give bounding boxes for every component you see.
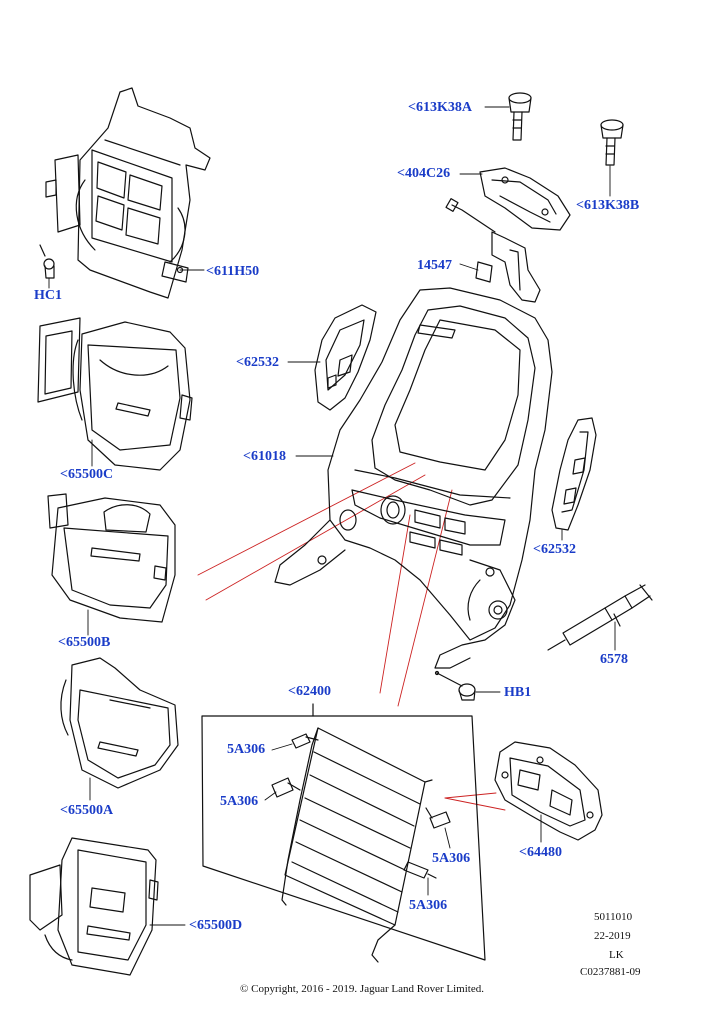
callout-611H50[interactable]: <611H50 — [206, 264, 260, 279]
part-62400-suspension-mat — [281, 727, 433, 963]
leader-lines — [48, 106, 616, 926]
part-613K38B-bolt — [600, 119, 624, 166]
callout-62532-right[interactable]: <62532 — [533, 542, 576, 557]
part-65500C-panel — [37, 317, 193, 471]
part-65500A-panel — [60, 657, 179, 789]
callout-65500C[interactable]: <65500C — [60, 467, 114, 482]
callout-64480[interactable]: <64480 — [519, 845, 562, 860]
callout-6578[interactable]: 6578 — [600, 652, 628, 667]
part-62400-box — [201, 703, 486, 961]
callout-62532-left[interactable]: <62532 — [236, 355, 279, 370]
part-611H50-heater-mat — [45, 87, 211, 299]
callout-61018[interactable]: <61018 — [243, 449, 286, 464]
part-65500B-panel — [47, 493, 176, 623]
callout-404C26[interactable]: <404C26 — [397, 166, 451, 181]
reference-date: 22-2019 — [594, 930, 631, 942]
reference-initials: LK — [609, 949, 624, 961]
callout-613K38B[interactable]: <613K38B — [576, 198, 640, 213]
part-404C26-bracket — [479, 167, 571, 231]
part-65500D-panel — [29, 837, 159, 976]
part-64480-plate — [494, 741, 603, 841]
part-62532-right-cover — [551, 417, 597, 531]
callout-5A306-1[interactable]: 5A306 — [227, 742, 266, 757]
part-62532-left-cover — [314, 304, 377, 411]
part-HC1-clip — [39, 244, 55, 279]
callout-5A306-3[interactable]: 5A306 — [432, 851, 471, 866]
part-613K38A-bolt — [508, 92, 532, 141]
callout-65500D[interactable]: <65500D — [189, 918, 243, 933]
callout-5A306-4[interactable]: 5A306 — [409, 898, 448, 913]
part-HB1-bolt — [434, 670, 476, 701]
part-6578-syringe — [547, 584, 653, 651]
reference-code: 5011010 — [594, 911, 633, 923]
callout-HC1[interactable]: HC1 — [34, 288, 62, 303]
guide-lines — [197, 462, 506, 811]
part-14547-sensor — [445, 198, 541, 303]
callout-HB1[interactable]: HB1 — [504, 685, 532, 700]
callout-62400[interactable]: <62400 — [288, 684, 331, 699]
reference-image-id: C0237881-09 — [580, 966, 641, 978]
part-61018-frame — [274, 287, 553, 669]
callout-65500B[interactable]: <65500B — [58, 635, 111, 650]
callout-5A306-2[interactable]: 5A306 — [220, 794, 259, 809]
callout-65500A[interactable]: <65500A — [60, 803, 114, 818]
callout-14547[interactable]: 14547 — [417, 258, 452, 273]
copyright-notice: © Copyright, 2016 - 2019. Jaguar Land Ro… — [240, 983, 484, 995]
callout-613K38A[interactable]: <613K38A — [408, 100, 472, 115]
